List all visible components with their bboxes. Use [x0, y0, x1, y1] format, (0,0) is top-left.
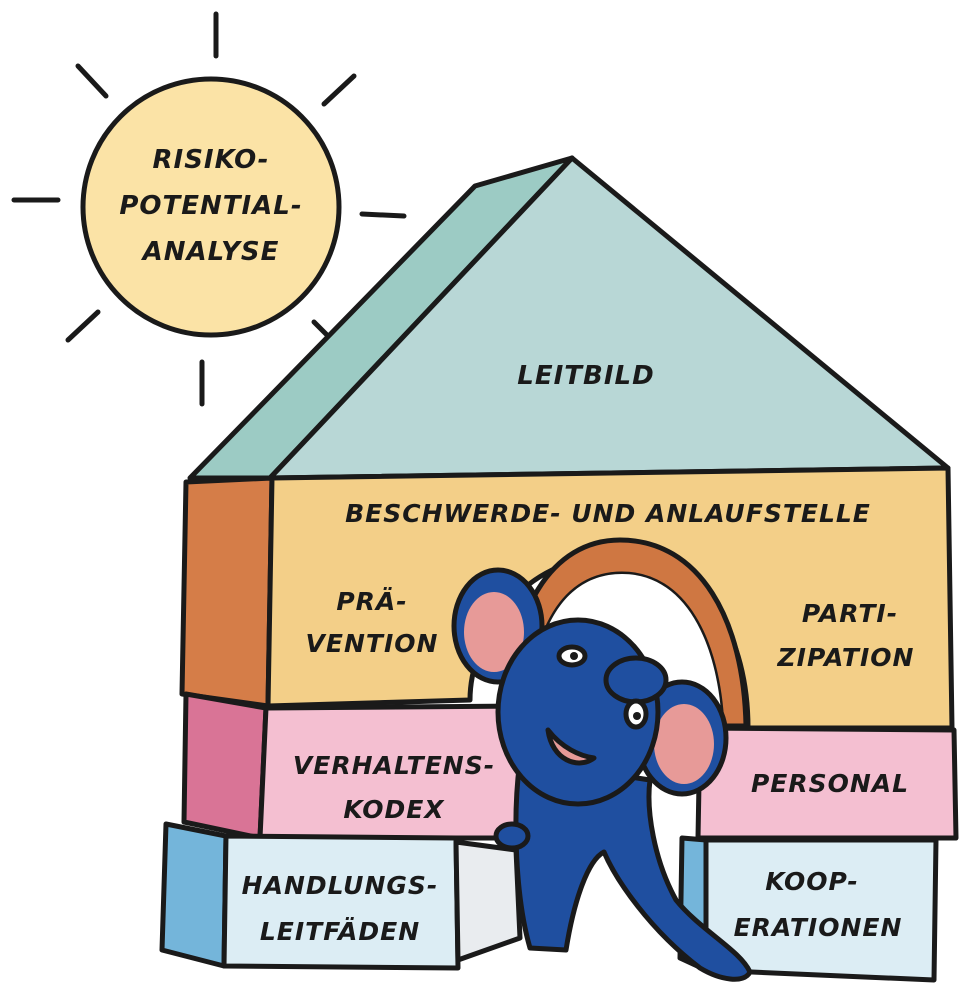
personal-block — [695, 725, 959, 841]
mouse-mascot-icon — [451, 567, 753, 982]
personal-label: PERSONAL — [751, 769, 909, 798]
kooperationen-line-2: ERATIONEN — [734, 913, 903, 942]
handlungsleitfaeden-block — [159, 821, 461, 971]
praevention-line-2: VENTION — [306, 629, 439, 658]
kooperationen-line-1: KOOP- — [765, 867, 859, 896]
verhaltenskodex-line-2: KODEX — [343, 795, 445, 824]
sun-label: RISIKO- POTENTIAL- ANALYSE — [119, 145, 302, 267]
handlungsleitfaeden-line-2: LEITFÄDEN — [260, 916, 420, 946]
sun-line-2: POTENTIAL- — [119, 191, 302, 221]
partizipation-line-2: ZIPATION — [777, 643, 915, 672]
praevention-line-1: PRÄ- — [336, 586, 407, 616]
partizipation-line-1: PARTI- — [802, 599, 898, 628]
wall-top-label: BESCHWERDE- UND ANLAUFSTELLE — [345, 499, 871, 528]
sun-line-3: ANALYSE — [141, 237, 280, 267]
sun-icon — [11, 11, 407, 407]
handlungsleitfaeden-line-1: HANDLUNGS- — [242, 871, 439, 900]
roof-label: LEITBILD — [517, 361, 654, 391]
sun-line-1: RISIKO- — [153, 145, 270, 175]
verhaltenskodex-block — [181, 691, 527, 841]
verhaltenskodex-line-1: VERHALTENS- — [293, 751, 495, 780]
